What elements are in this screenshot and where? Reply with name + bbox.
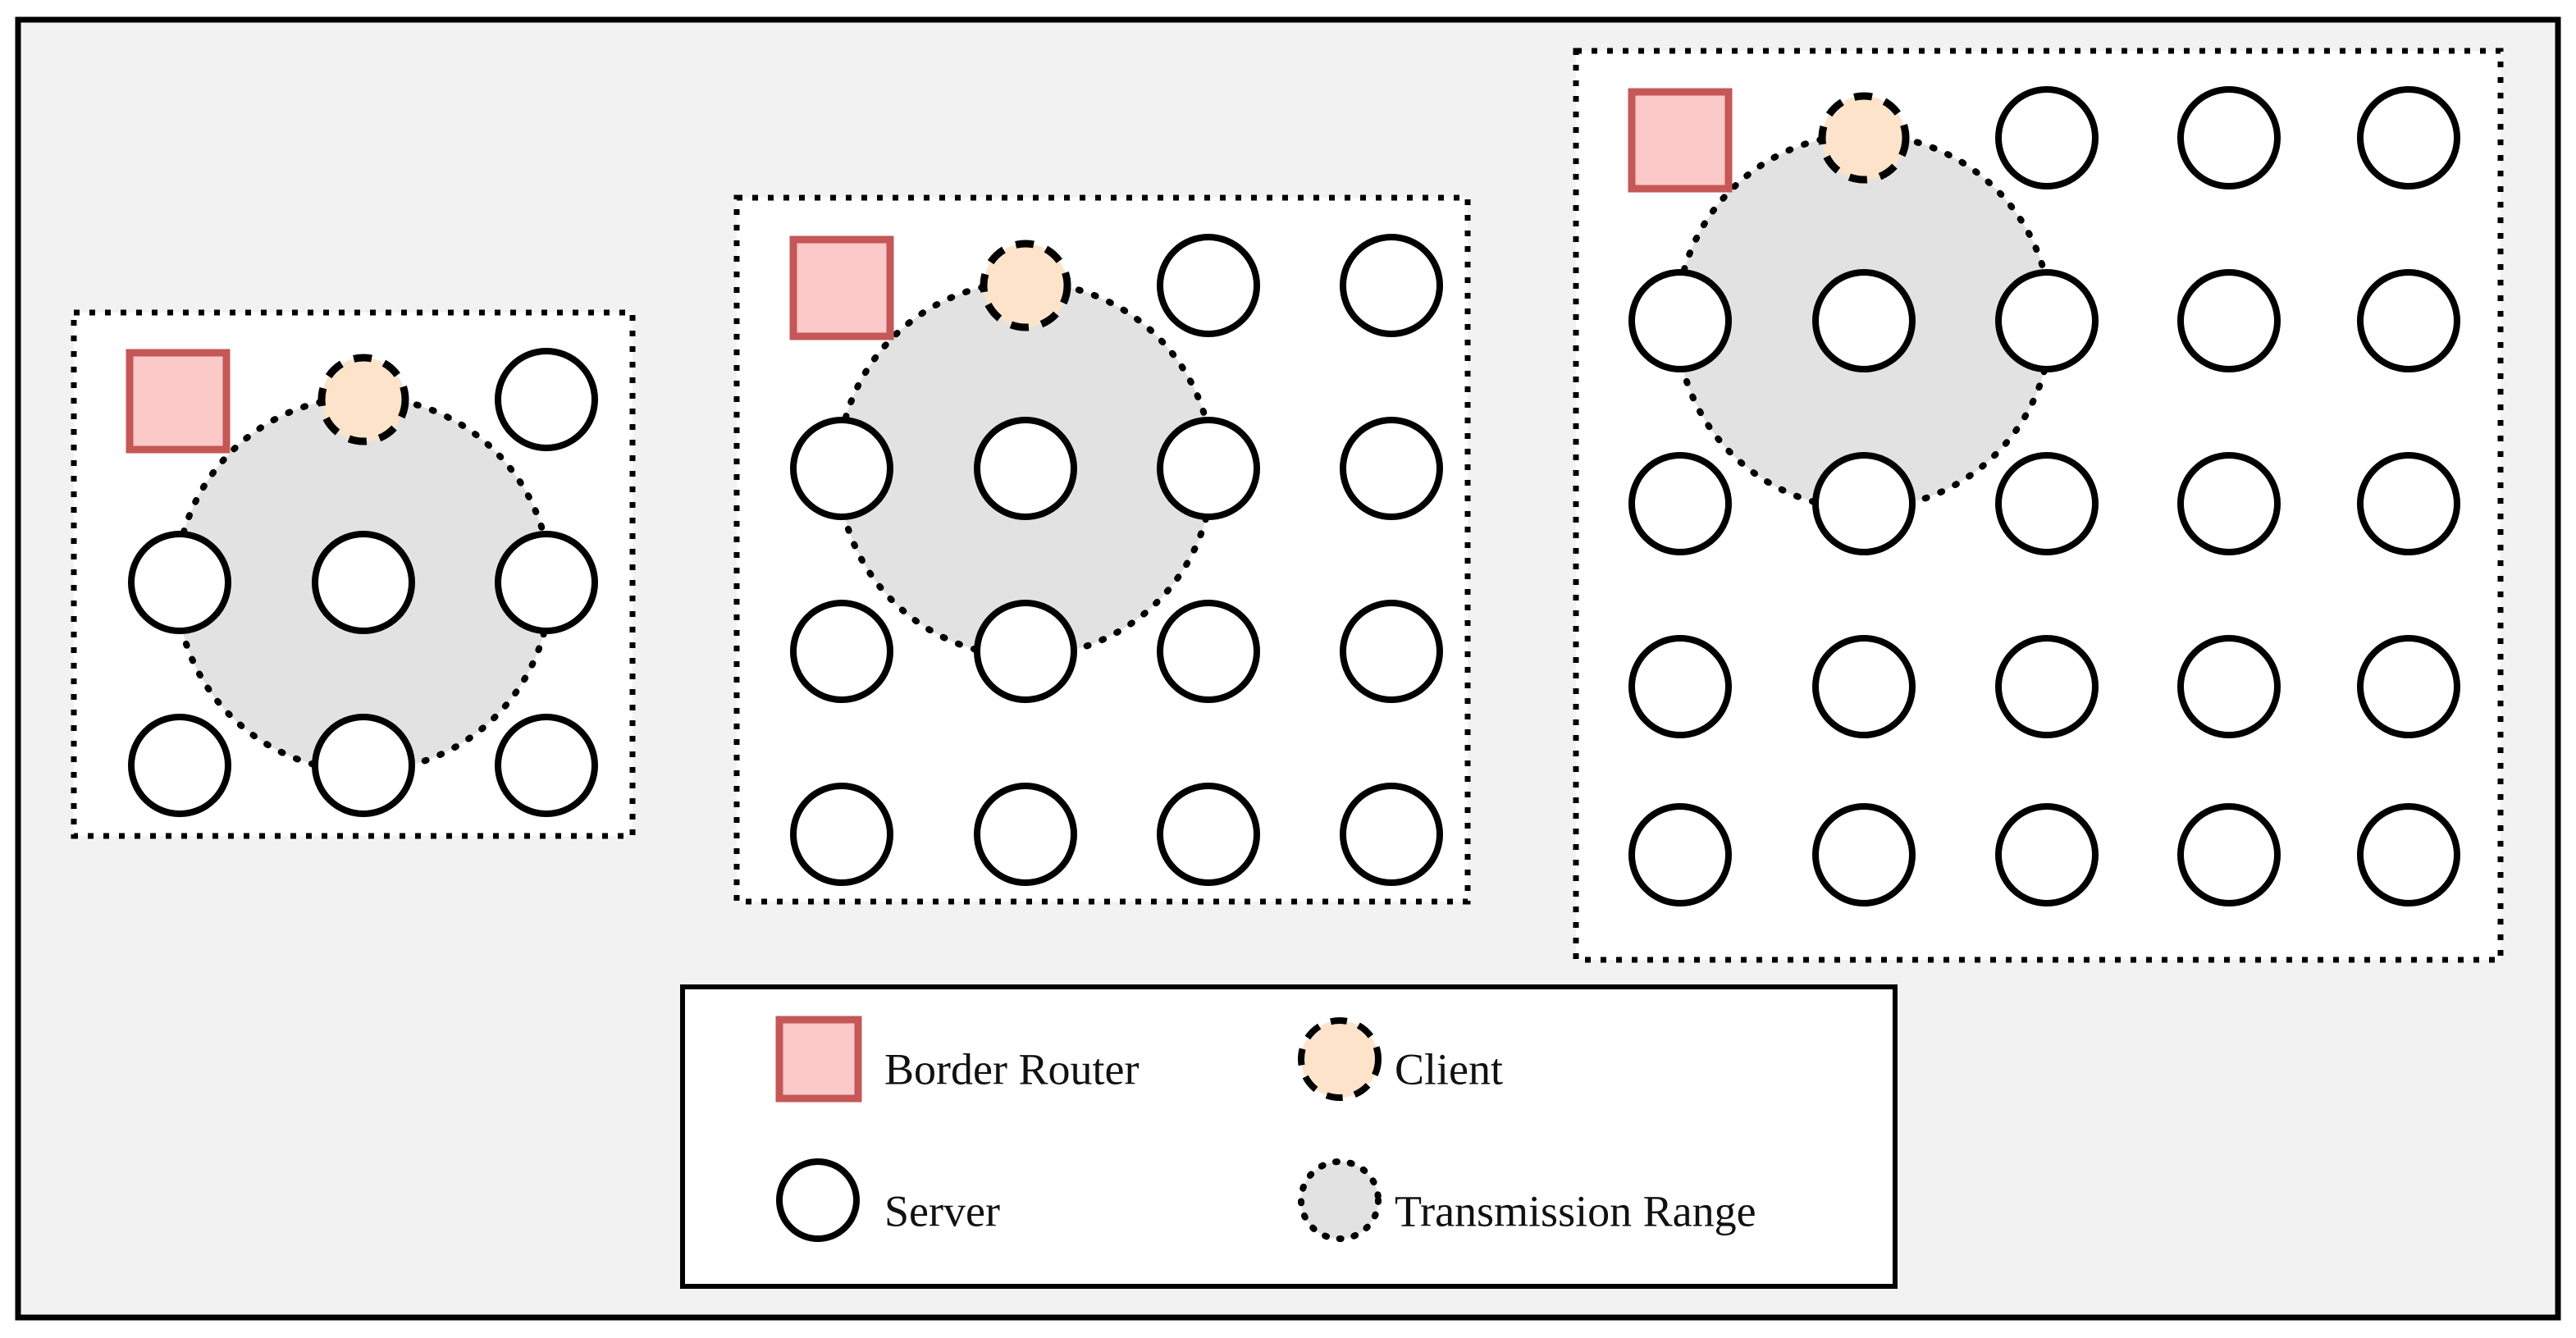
border-router-node: [126, 349, 231, 454]
server-node: [495, 714, 598, 817]
server-node: [2357, 452, 2460, 555]
server-node: [1157, 234, 1260, 337]
server-node: [1995, 635, 2099, 738]
server-node: [1157, 417, 1260, 520]
server-node: [790, 417, 893, 520]
server-node: [2177, 452, 2281, 555]
legend-item-border-router: Border Router: [775, 1016, 1139, 1103]
legend-swatch-server-icon: [776, 1158, 860, 1242]
server-node: [312, 714, 415, 817]
server-node: [1995, 803, 2099, 906]
server-node: [1995, 452, 2099, 555]
server-node: [2177, 269, 2281, 372]
legend-swatch-border-router-icon: [775, 1016, 862, 1103]
server-node: [974, 417, 1077, 520]
server-node: [495, 531, 598, 634]
legend-boundary: [680, 984, 1898, 1289]
server-node: [1995, 269, 2099, 372]
legend-swatch-transmission-range-icon: [1298, 1158, 1382, 1242]
server-node: [2357, 803, 2460, 906]
server-node: [312, 531, 415, 634]
legend-swatch-client-icon: [1298, 1017, 1382, 1101]
legend-label-transmission-range: Transmission Range: [1395, 1186, 1756, 1235]
legend-label-client: Client: [1395, 1044, 1503, 1094]
large-topology-panel: [1573, 48, 2504, 963]
server-node: [2357, 86, 2460, 190]
server-node: [1340, 783, 1443, 886]
server-node: [128, 714, 231, 817]
client-node: [1818, 92, 1910, 184]
server-node: [1157, 783, 1260, 886]
server-node: [1995, 86, 2099, 190]
server-node: [974, 600, 1077, 703]
server-node: [2177, 803, 2281, 906]
server-node: [1340, 600, 1443, 703]
server-node: [1340, 234, 1443, 337]
server-node: [1812, 452, 1916, 555]
server-node: [974, 783, 1077, 886]
legend-label-server: Server: [884, 1186, 1000, 1235]
client-node: [317, 354, 409, 445]
server-node: [1628, 269, 1732, 372]
server-node: [1628, 635, 1732, 738]
client-node: [980, 240, 1071, 331]
border-router-node: [1628, 88, 1733, 193]
server-node: [495, 348, 598, 451]
server-node: [1157, 600, 1260, 703]
small-topology-panel: [71, 309, 636, 839]
legend-item-client: Client: [1298, 1017, 1503, 1101]
server-node: [2177, 635, 2281, 738]
server-node: [1628, 803, 1732, 906]
server-node: [790, 600, 893, 703]
server-node: [1340, 417, 1443, 520]
legend-item-transmission-range: Transmission Range: [1298, 1158, 1756, 1242]
server-node: [1812, 803, 1916, 906]
server-node: [128, 531, 231, 634]
legend-label-border-router: Border Router: [884, 1044, 1139, 1094]
server-node: [2177, 86, 2281, 190]
server-node: [1628, 452, 1732, 555]
server-node: [2357, 635, 2460, 738]
server-node: [790, 783, 893, 886]
legend-item-server: Server: [776, 1158, 1000, 1242]
server-node: [2357, 269, 2460, 372]
border-router-node: [789, 235, 894, 340]
server-node: [1812, 269, 1916, 372]
server-node: [1812, 635, 1916, 738]
medium-topology-panel: [733, 194, 1471, 905]
